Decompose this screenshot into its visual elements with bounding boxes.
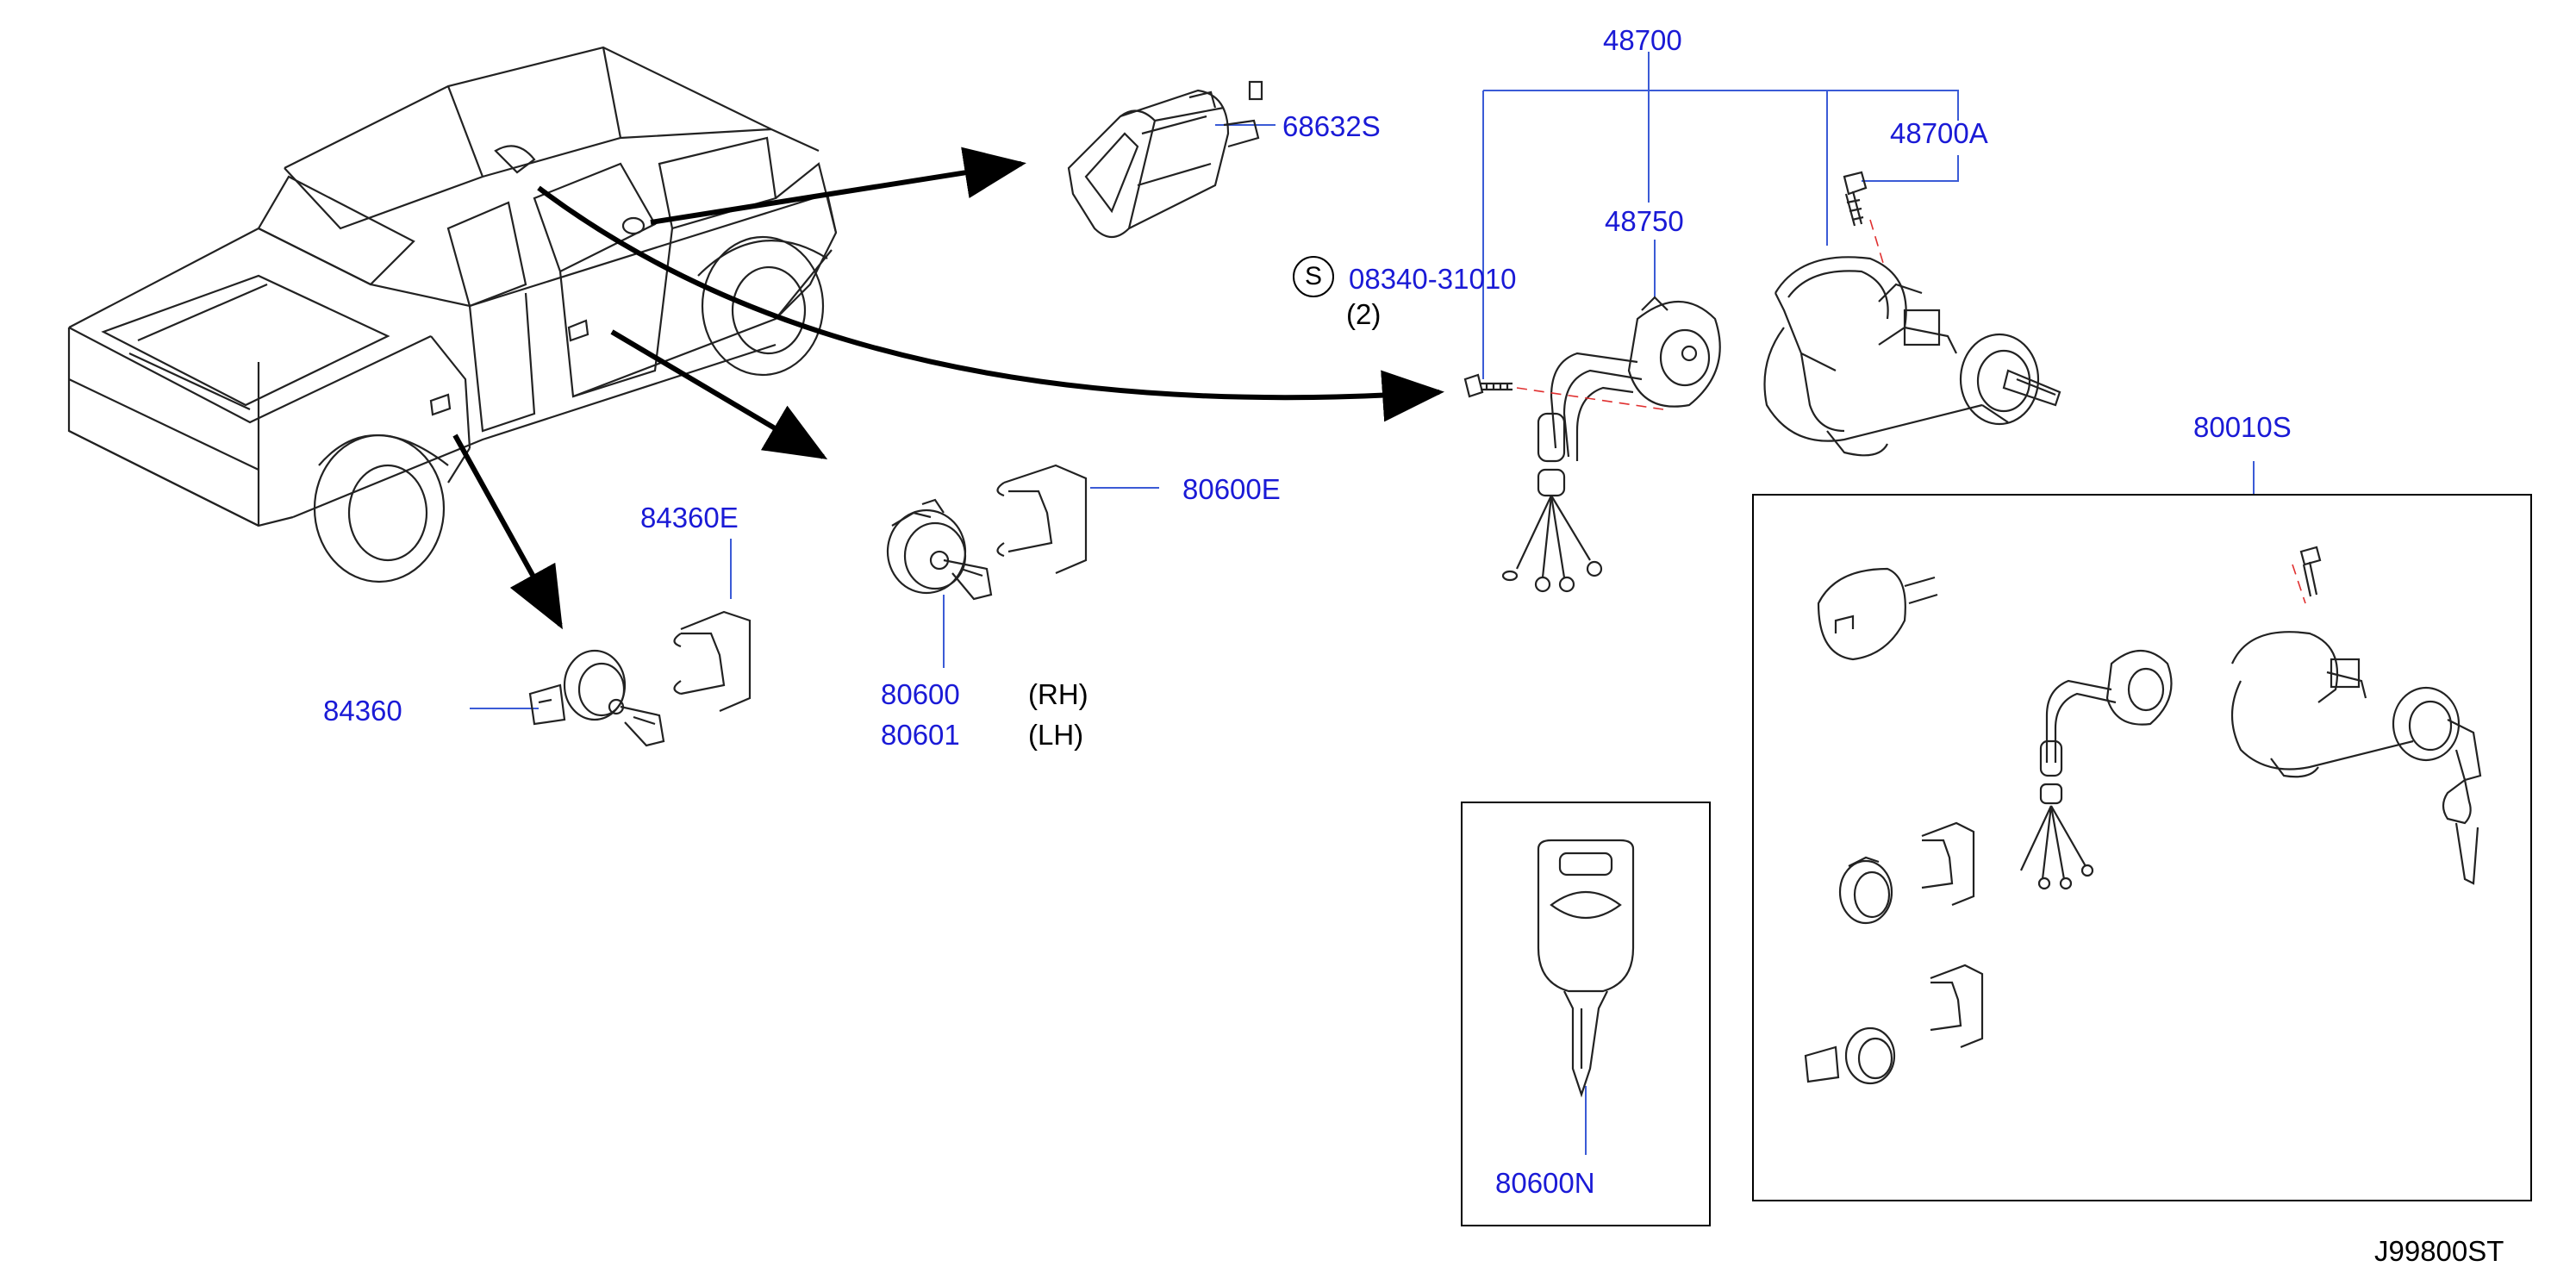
- part-number-80600[interactable]: 80600: [881, 678, 960, 710]
- screw-symbol: S: [1293, 256, 1334, 297]
- key-blank-box: [1461, 802, 1711, 1226]
- front-door-lock-cylinder: [886, 464, 1088, 601]
- side-rh: (RH): [1028, 678, 1088, 710]
- location-arrows: [452, 147, 1444, 630]
- part-number-84360[interactable]: 84360: [323, 695, 402, 727]
- side-lh: (LH): [1028, 719, 1084, 751]
- ignition-switch-48750: [1463, 296, 1721, 593]
- arrow-to-rear-door-lock: [452, 434, 563, 630]
- lock-set-kit-illustration: [1804, 546, 2482, 1085]
- arrow-to-ignition: [537, 185, 1444, 422]
- glovebox-lock-cylinder: [1067, 80, 1263, 239]
- part-number-68632S[interactable]: 68632S: [1282, 110, 1381, 142]
- steering-lock-assembly-48700: [1763, 171, 2061, 457]
- center-lines: [1516, 219, 2306, 604]
- part-number-80600E[interactable]: 80600E: [1182, 473, 1281, 505]
- part-number-48750[interactable]: 48750: [1605, 205, 1684, 237]
- part-number-80601[interactable]: 80601: [881, 719, 960, 751]
- part-number-48700[interactable]: 48700: [1603, 24, 1682, 56]
- blank-key-illustration: [1537, 839, 1635, 1098]
- part-number-80010S[interactable]: 80010S: [2193, 411, 2292, 443]
- kit-contents-box: [1752, 494, 2532, 1201]
- part-number-80600N[interactable]: 80600N: [1495, 1167, 1595, 1199]
- arrow-to-glovebox-lock: [650, 147, 1026, 225]
- part-number-84360E[interactable]: 84360E: [640, 502, 739, 533]
- rear-door-lock-cylinder: [528, 610, 752, 747]
- quantity-08340: (2): [1346, 298, 1382, 330]
- part-number-48700A[interactable]: 48700A: [1890, 117, 1988, 149]
- arrow-to-front-door-lock: [610, 329, 828, 460]
- diagram-code: J99800ST: [2374, 1235, 2504, 1267]
- part-number-08340-31010[interactable]: 08340-31010: [1349, 263, 1517, 295]
- pickup-truck-illustration: [67, 46, 838, 583]
